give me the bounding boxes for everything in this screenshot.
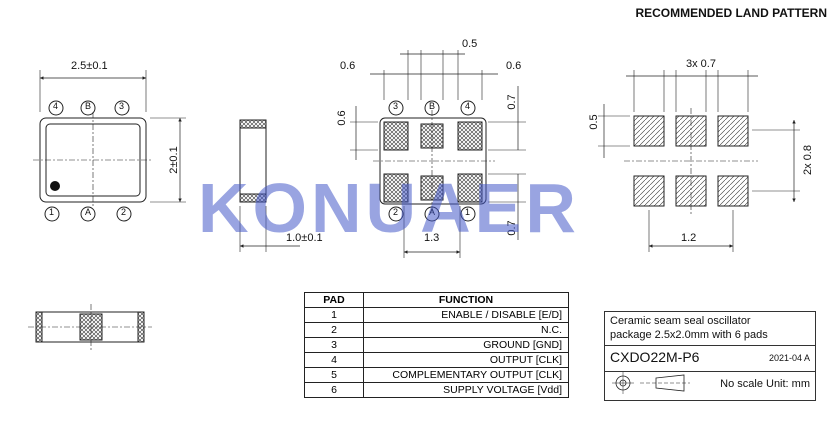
top-height-dim: 2±0.1 — [168, 146, 180, 174]
watermark: KONUAER — [198, 169, 580, 247]
pad-label: 1 — [465, 207, 471, 217]
pad-label: 2 — [393, 207, 399, 217]
pad-function: N.C. — [363, 322, 569, 338]
description-line-2: package 2.5x2.0mm with 6 pads — [610, 329, 768, 341]
pad-number: 2 — [304, 322, 364, 338]
part-number: CXDO22M-P6 — [610, 349, 700, 365]
land-pattern — [598, 70, 800, 252]
pad-number: 1 — [304, 307, 364, 323]
pad-number: 6 — [304, 382, 364, 398]
bottom-left-vdim: 0.6 — [336, 110, 348, 126]
pad-label: A — [429, 207, 436, 217]
pad-function: SUPPLY VOLTAGE [Vdd] — [363, 382, 569, 398]
land-pitch-dim: 3x 0.7 — [686, 58, 716, 70]
pad-number: 4 — [304, 352, 364, 368]
side-height-dim: 1.0±0.1 — [286, 232, 323, 244]
side-view — [239, 119, 300, 252]
table-header: FUNCTION — [363, 292, 569, 308]
top-view — [33, 70, 186, 222]
pad-function: GROUND [GND] — [363, 337, 569, 353]
title-block: Ceramic seam seal oscillator package 2.5… — [604, 311, 816, 401]
scale-unit: No scale Unit: mm — [720, 378, 810, 390]
bottom-right-dim: 0.6 — [506, 60, 522, 72]
pin-label: 1 — [49, 207, 55, 217]
small-side-view — [28, 304, 152, 350]
land-width-dim: 1.2 — [681, 232, 697, 244]
pad-function: OUTPUT [CLK] — [363, 352, 569, 368]
pad-label: 4 — [465, 101, 471, 111]
pin-label: 3 — [119, 101, 125, 111]
pad-function: COMPLEMENTARY OUTPUT [CLK] — [363, 367, 569, 383]
bottom-view — [350, 50, 526, 258]
pin-label: A — [85, 207, 92, 217]
land-pad-height-dim: 0.5 — [588, 114, 600, 130]
bottom-center-dim: 0.5 — [462, 38, 478, 50]
description-line-1: Ceramic seam seal oscillator — [610, 315, 751, 327]
pad-number: 5 — [304, 367, 364, 383]
pad-label: B — [429, 101, 436, 111]
pin-label: 2 — [121, 207, 127, 217]
pin-label: B — [85, 101, 92, 111]
pad-number: 3 — [304, 337, 364, 353]
bottom-left-dim: 0.6 — [340, 60, 356, 72]
pin-label: 4 — [53, 101, 59, 111]
bottom-right-top-vdim: 0.7 — [506, 94, 518, 110]
projection-symbol-icon — [612, 372, 690, 394]
pad-function: ENABLE / DISABLE [E/D] — [363, 307, 569, 323]
revision-date: 2021-04 A — [768, 353, 810, 363]
bottom-width-dim: 1.3 — [424, 232, 440, 244]
top-width-dim: 2.5±0.1 — [71, 60, 108, 72]
table-header: PAD — [304, 292, 364, 308]
pad-label: 3 — [393, 101, 399, 111]
page-title: RECOMMENDED LAND PATTERN — [635, 6, 827, 20]
land-rows-dim: 2x 0.8 — [802, 145, 814, 175]
